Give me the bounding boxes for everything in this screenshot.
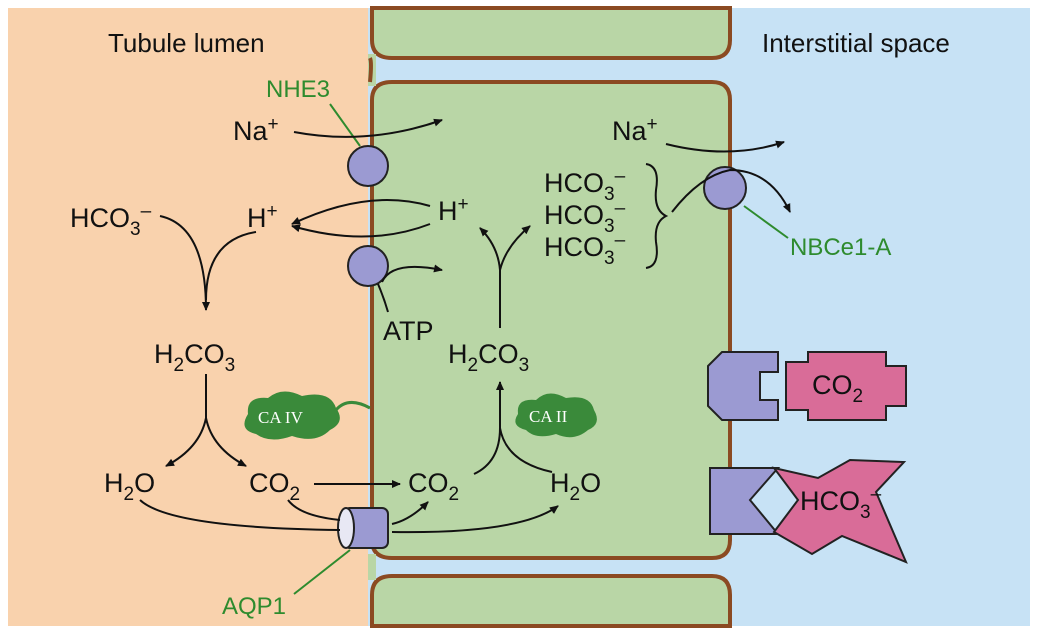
co2-block-label: CO2 <box>812 370 863 407</box>
nbce1a-transporter <box>703 166 747 210</box>
tubule-lumen-region <box>8 8 368 626</box>
aqp1-label: AQP1 <box>222 593 286 620</box>
co2-receptor-icon <box>707 351 779 421</box>
epithelial-cell <box>370 80 732 560</box>
h2o-cell: H2O <box>550 468 601 505</box>
co2-block-icon <box>785 351 907 421</box>
nhe3-transporter <box>347 145 389 187</box>
hco3-efflux-arrow <box>671 168 791 213</box>
hco3-brace <box>645 163 669 269</box>
co2-cell: CO2 <box>408 468 459 505</box>
hco3-lumen: HCO3– <box>70 201 152 240</box>
h2co3-lumen: H2CO3 <box>154 339 235 376</box>
na-efflux-arrow <box>665 140 785 153</box>
co2-lumen: CO2 <box>249 468 300 505</box>
ca-ii-label: CA II <box>529 407 568 426</box>
h2o-lumen: H2O <box>104 468 155 505</box>
ca-iv-enzyme <box>244 391 340 440</box>
na-interstitial: Na+ <box>612 114 658 146</box>
h-secretion-arrow-2 <box>291 223 431 238</box>
h2co3-cell: H2CO3 <box>448 339 529 376</box>
hco3-cell-1: HCO3– <box>544 166 626 205</box>
ca-ii-enzyme <box>515 393 597 438</box>
hco3-receptor-icon <box>709 467 781 535</box>
lumen-title: Tubule lumen <box>108 28 265 58</box>
hco3-cell-3: HCO3– <box>544 230 626 269</box>
hco3-block-icon <box>771 458 908 564</box>
ca-iv-label: CA IV <box>258 408 304 427</box>
nbce1a-label: NBCe1-A <box>790 234 891 261</box>
h-atpase-pump <box>347 245 389 287</box>
h-secretion-arrow-1 <box>291 199 431 225</box>
water-flux-arrow <box>391 505 559 534</box>
na-uptake-arrow <box>293 118 443 138</box>
tight-junction-bottom <box>368 554 376 580</box>
neighbor-cell-top <box>370 6 732 60</box>
hco3-cell-2: HCO3– <box>544 198 626 237</box>
hco3-block-label: HCO3– <box>800 484 882 523</box>
na-lumen: Na+ <box>233 114 279 146</box>
h-lumen: H+ <box>247 201 278 233</box>
atp-label: ATP <box>383 316 434 346</box>
interstitial-title: Interstitial space <box>762 28 950 58</box>
h-cell: H+ <box>438 194 469 226</box>
neighbor-cell-bottom <box>370 574 732 628</box>
nhe3-label: NHE3 <box>266 76 330 103</box>
